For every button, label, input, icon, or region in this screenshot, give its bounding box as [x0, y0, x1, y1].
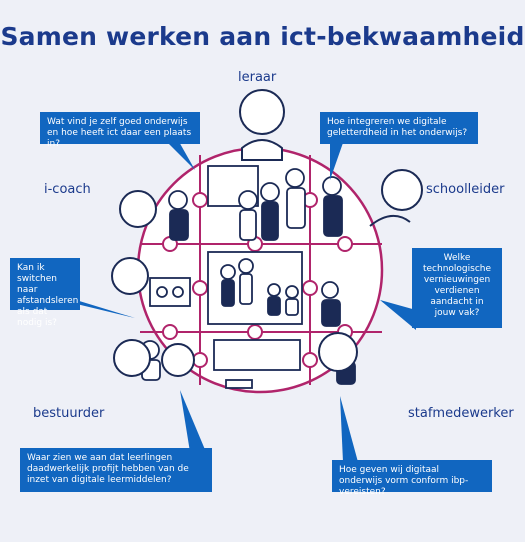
tail-vak: [380, 300, 416, 330]
tail-bestuurder: [180, 390, 206, 452]
leraar-head-icon: [239, 89, 285, 135]
scene-person-body: [323, 195, 343, 237]
scene-person-head: [168, 190, 188, 210]
role-bestuurder: bestuurder: [33, 406, 105, 421]
scene-person-body: [285, 298, 299, 316]
question-bubble-icoach: Kan ik switchen naar afstandsleren als d…: [10, 258, 80, 328]
puzzle-knob-9: [192, 280, 208, 296]
scene-person-head: [267, 283, 281, 297]
scene-person-body: [239, 273, 253, 305]
bestuurder-head-icon: [113, 339, 151, 377]
puzzle-knob-4: [162, 324, 178, 340]
scene-person-body: [321, 299, 341, 327]
puzzle-knob-10: [302, 280, 318, 296]
scene-person-head: [321, 281, 339, 299]
puzzle-knob-3: [337, 236, 353, 252]
question-bubble-schoolleider: Hoe integreren we digitale geletterdheid…: [320, 112, 478, 144]
icoach-head-icon: [119, 190, 157, 228]
puzzle-knob-11: [192, 352, 208, 368]
puzzle-knob-5: [247, 324, 263, 340]
scene-person-body: [267, 296, 281, 316]
role-stafmedewerker: stafmedewerker: [408, 406, 514, 421]
scene-person-head: [220, 264, 236, 280]
tail-stafmedewerker: [340, 396, 358, 462]
scene-person-head: [285, 168, 305, 188]
icoach2-head-icon: [111, 257, 149, 295]
question-bubble-leraar: Wat vind je zelf goed onderwijs en hoe h…: [40, 112, 200, 149]
role-schoolleider: schoolleider: [426, 182, 505, 197]
tail-leraar: [165, 140, 195, 170]
screen-element: [156, 286, 168, 298]
schoolleider-body: [369, 215, 411, 227]
role-leraar: leraar: [238, 70, 277, 85]
tail-schoolleider: [330, 140, 344, 180]
scene-person-body: [261, 201, 279, 241]
scene-person-body: [169, 209, 189, 241]
scene-person-head: [260, 182, 280, 202]
presentation-board: [207, 165, 259, 207]
page-title: Samen werken aan ict-bekwaamheid: [0, 22, 525, 51]
puzzle-knob-12: [302, 352, 318, 368]
person-head-icon: [161, 343, 195, 377]
puzzle-scenes: [140, 165, 356, 389]
screen-element: [172, 286, 184, 298]
laptop: [225, 379, 253, 389]
screen-scene: [149, 277, 191, 307]
scene-person-head: [285, 285, 299, 299]
stafmedewerker-head-icon: [318, 332, 358, 372]
desk-scene: [213, 339, 301, 371]
question-bubble-bestuurder: Waar zien we aan dat leerlingen daadwerk…: [20, 448, 212, 492]
scene-person-head: [322, 176, 342, 196]
outer-figures: [111, 89, 423, 377]
scene-person-head: [238, 190, 258, 210]
question-bubble-vak: Welke technologische vernieuwingen verdi…: [412, 248, 502, 328]
scene-person-head: [238, 258, 254, 274]
scene-person-body: [286, 187, 306, 229]
scene-person-body: [221, 279, 235, 307]
question-bubble-stafmedewerker: Hoe geven wij digitaal onderwijs vorm co…: [332, 460, 492, 497]
leraar-body: [241, 139, 283, 161]
schoolleider-head-icon: [381, 169, 423, 211]
puzzle-knob-7: [192, 192, 208, 208]
scene-person-body: [239, 209, 257, 241]
role-icoach: i-coach: [44, 182, 91, 197]
